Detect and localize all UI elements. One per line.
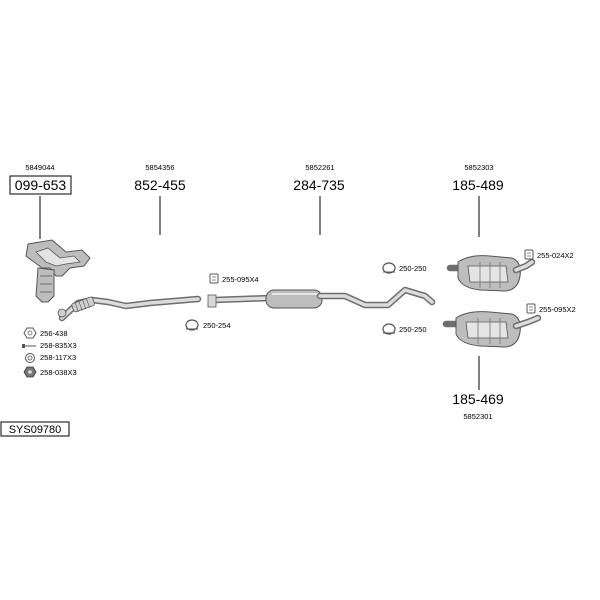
fitting-label-clamp-095x2: 255-095X2 bbox=[539, 305, 576, 314]
rear-silencer-bottom[interactable] bbox=[442, 311, 542, 348]
fitting-label-bolt: 258-835X3 bbox=[40, 341, 77, 350]
nut-icon bbox=[23, 366, 37, 378]
middle-pipe[interactable] bbox=[57, 295, 202, 322]
fitting-label-nut: 258-038X3 bbox=[40, 368, 77, 377]
ref-rear-silencer-top[interactable]: 185-489 bbox=[452, 177, 504, 193]
fitting-label-gasket-254: 250-254 bbox=[203, 321, 231, 330]
part-number-rear-silencer-top: 5852303 bbox=[464, 163, 493, 172]
hanger-ring-icon bbox=[185, 319, 199, 331]
ref-front-pipe[interactable]: 099-653 bbox=[15, 177, 67, 193]
rear-silencer-top[interactable] bbox=[446, 255, 536, 292]
fitting-label-hanger-top: 250-250 bbox=[399, 264, 427, 273]
hanger-ring-icon bbox=[382, 323, 396, 335]
part-number-front-pipe: 5849044 bbox=[25, 163, 54, 172]
clamp-icon bbox=[524, 249, 534, 260]
ref-rear-silencer-bottom[interactable]: 185-469 bbox=[452, 391, 504, 407]
part-number-rear-silencer-bottom: 5852301 bbox=[463, 412, 492, 421]
gasket-icon bbox=[23, 327, 37, 339]
bolt-icon bbox=[22, 344, 36, 348]
clamp-icon bbox=[209, 273, 219, 284]
fitting-label-clamp-024: 255-024X2 bbox=[537, 251, 574, 260]
diagram-ref-box bbox=[0, 421, 70, 437]
hanger-ring-icon bbox=[382, 262, 396, 274]
spring-washer-icon bbox=[25, 353, 35, 363]
diagram-ref: SYS09780 bbox=[9, 424, 62, 436]
ref-center-silencer[interactable]: 284-735 bbox=[293, 177, 345, 193]
part-number-middle-pipe: 5854356 bbox=[145, 163, 174, 172]
fitting-label-gasket: 256-438 bbox=[40, 329, 68, 338]
part-number-center-silencer: 5852261 bbox=[305, 163, 334, 172]
fitting-label-hanger-bottom: 250-250 bbox=[399, 325, 427, 334]
clamp-icon bbox=[526, 303, 536, 314]
highlight-box-front-pipe bbox=[9, 175, 72, 195]
front-pipe-manifold[interactable] bbox=[25, 239, 91, 303]
fitting-label-clamp-4: 255-095X4 bbox=[222, 275, 259, 284]
fitting-label-spring: 258-117X3 bbox=[40, 353, 76, 362]
ref-middle-pipe[interactable]: 852-455 bbox=[134, 177, 186, 193]
center-silencer[interactable] bbox=[207, 286, 436, 309]
